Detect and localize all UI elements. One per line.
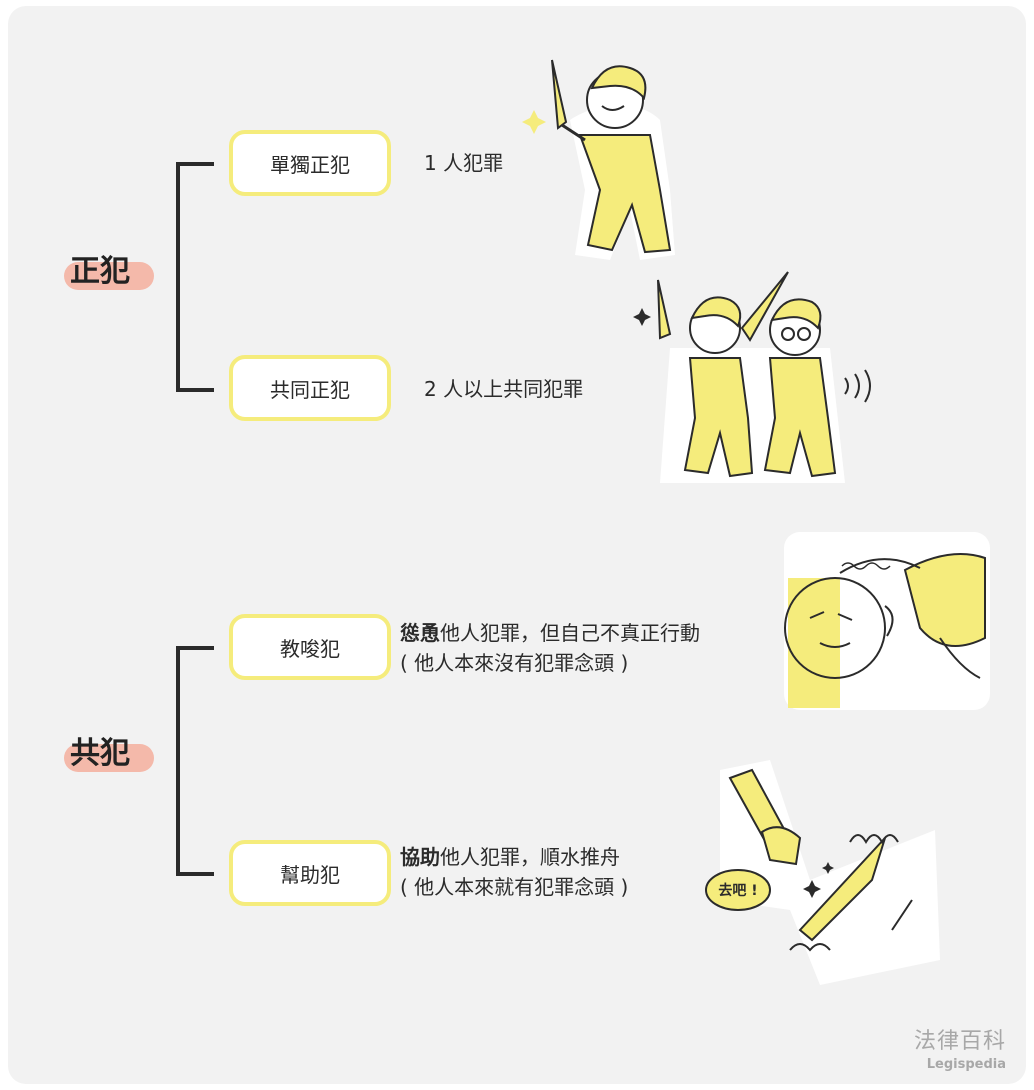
desc-text: 2 人以上共同犯罪 <box>424 377 584 401</box>
desc-note: ( 他人本來沒有犯罪念頭 ) <box>400 651 629 675</box>
node-accessory: 幫助犯 <box>229 840 391 906</box>
category-highlight <box>64 262 154 290</box>
speech-bubble-text: 去吧 ! <box>718 882 757 899</box>
category-label-principal: 正犯 <box>70 254 130 289</box>
node-joint-principal: 共同正犯 <box>229 355 391 421</box>
brand-name-cn: 法律百科 <box>913 1029 1006 1054</box>
bracket-principal <box>176 162 214 392</box>
illustration-joint-principal <box>633 271 871 483</box>
illustration-sole-principal <box>522 59 675 260</box>
brand-name-en: Legispedia <box>926 1057 1006 1072</box>
desc-text: 他人犯罪，但自己不真正行動 <box>440 621 700 645</box>
node-instigator: 教唆犯 <box>229 614 391 680</box>
illustration-accessory: 去吧 ! <box>705 760 940 985</box>
desc-instigator: 慫恿他人犯罪，但自己不真正行動 ( 他人本來沒有犯罪念頭 ) <box>400 618 700 678</box>
illustration-instigator <box>784 532 990 710</box>
category-highlight <box>64 744 154 772</box>
desc-keyword: 慫恿 <box>400 621 440 645</box>
bracket-accomplice <box>176 646 214 876</box>
desc-joint-principal: 2 人以上共同犯罪 <box>424 374 583 404</box>
desc-text: 他人犯罪，順水推舟 <box>440 845 620 869</box>
desc-accessory: 協助他人犯罪，順水推舟 ( 他人本來就有犯罪念頭 ) <box>400 842 628 902</box>
brand-logo: 法律百科 Legispedia <box>914 1023 1006 1072</box>
desc-sole-principal: 1 人犯罪 <box>424 148 503 178</box>
desc-note: ( 他人本來就有犯罪念頭 ) <box>400 875 629 899</box>
desc-keyword: 協助 <box>400 845 440 869</box>
desc-text: 1 人犯罪 <box>424 151 504 175</box>
category-label-accomplice: 共犯 <box>70 736 130 771</box>
node-sole-principal: 單獨正犯 <box>229 130 391 196</box>
